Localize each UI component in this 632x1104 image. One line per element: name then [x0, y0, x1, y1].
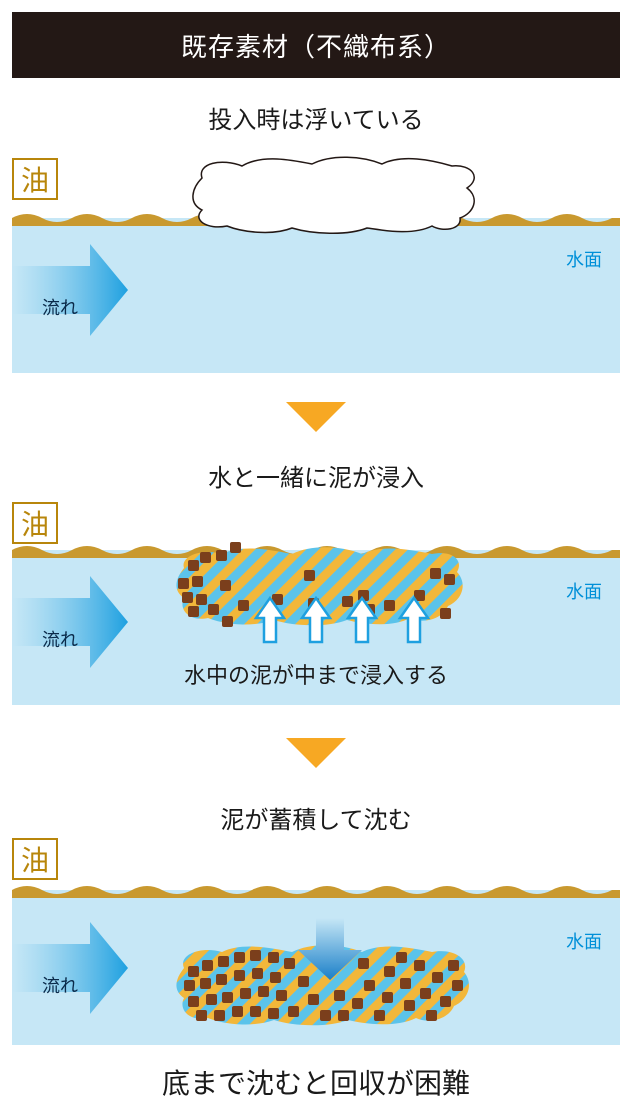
header-title: 既存素材（不織布系）	[180, 32, 451, 63]
stage2-upward-arrows	[253, 595, 431, 644]
down-triangle-1	[286, 402, 346, 432]
stage3-panel: 水面 流れ	[12, 880, 620, 1045]
stage3-material	[176, 945, 469, 1026]
stage3-flow-arrow	[12, 922, 128, 1014]
stage2-caption: 水と一緒に泥が浸入	[208, 464, 424, 492]
stage2-mud-particles	[178, 542, 455, 627]
stage3-illustration	[12, 886, 620, 1045]
header-bar: 既存素材（不織布系）	[12, 12, 620, 78]
stage2-oil-label: 油	[12, 502, 58, 544]
stage2-inner-caption: 水中の泥が中まで浸入する	[183, 664, 448, 689]
stage1-flow-label: 流れ	[42, 298, 78, 319]
stage2-flow-arrow	[12, 576, 128, 668]
stage3-surface-label: 水面	[566, 932, 602, 953]
stage3-oil-layer	[12, 886, 620, 898]
stage1-surface-label: 水面	[566, 250, 602, 271]
footer-caption: 底まで沈むと回収が困難	[161, 1067, 470, 1100]
stage1-floating-material	[192, 156, 475, 235]
stage3-caption: 泥が蓄積して沈む	[220, 806, 412, 834]
stage2-illustration	[12, 542, 620, 705]
stage1-illustration	[12, 156, 620, 373]
stage1-flow-arrow	[12, 244, 128, 336]
stage2-panel: 水面 流れ 水中の泥が中まで浸入する	[12, 500, 620, 705]
stage1-caption: 投入時は浮いている	[208, 106, 424, 134]
stage2-flow-label: 流れ	[42, 630, 78, 651]
stage1-oil-label: 油	[12, 158, 58, 200]
stage3-flow-label: 流れ	[42, 976, 78, 997]
down-triangle-2	[286, 738, 346, 768]
stage2-surface-label: 水面	[566, 582, 602, 603]
stage3-mud-particles	[184, 950, 463, 1021]
stage3-sinking-arrow	[298, 918, 362, 980]
stage3-oil-label: 油	[12, 838, 58, 880]
stage1-panel: 水面 流れ	[12, 148, 620, 373]
